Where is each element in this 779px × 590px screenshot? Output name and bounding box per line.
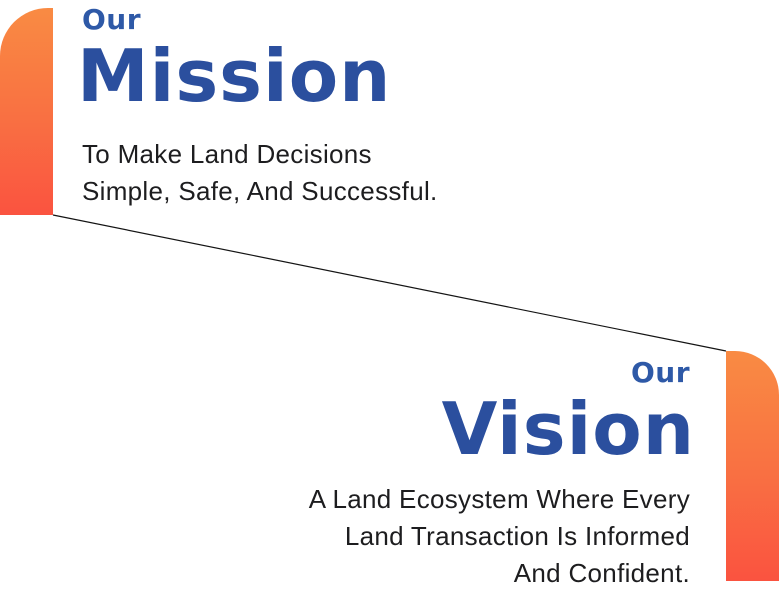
mission-section: Our Mission To Make Land Decisions Simpl… <box>77 2 438 210</box>
mission-kicker: Our <box>82 3 142 36</box>
vision-section: Our Vision A Land Ecosystem Where Every … <box>308 355 694 590</box>
mission-accent-bar <box>0 8 53 215</box>
vision-kicker: Our <box>630 356 690 389</box>
vision-accent-bar <box>726 351 779 581</box>
mission-body: To Make Land Decisions Simple, Safe, And… <box>82 139 438 207</box>
vision-body: A Land Ecosystem Where Every Land Transa… <box>308 484 690 589</box>
mission-title: Mission <box>77 34 392 119</box>
vision-title: Vision <box>441 387 695 472</box>
